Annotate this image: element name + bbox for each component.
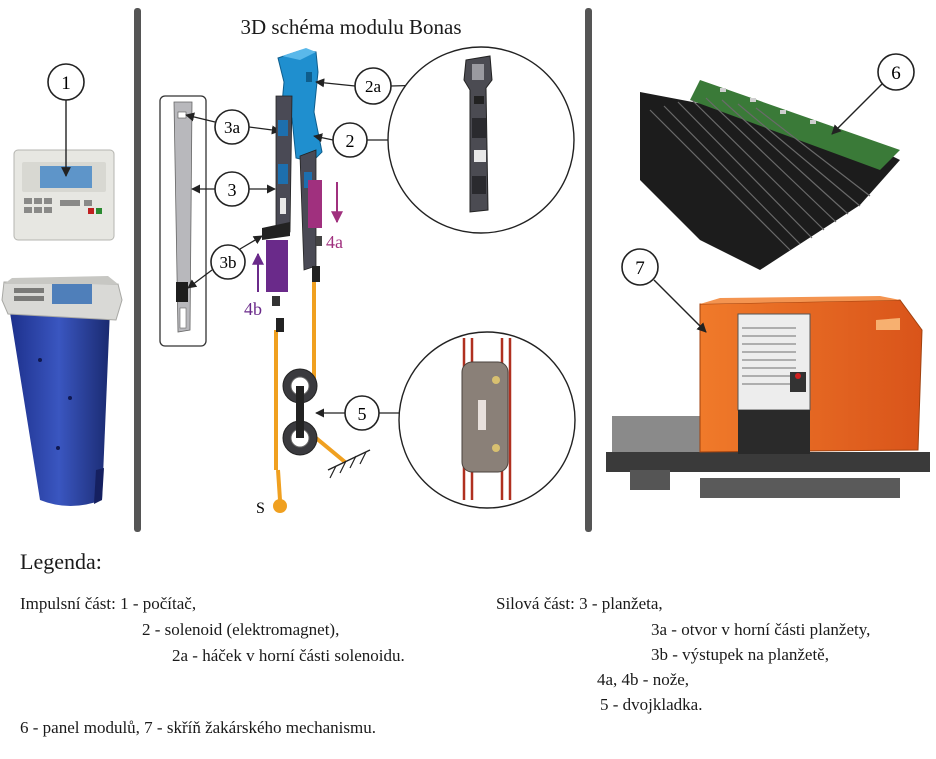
callout-3b-arrow-to-module xyxy=(239,235,263,250)
callout-3b-arrow-to-box xyxy=(187,269,213,289)
legend-impulse-line3: 2a - háček v horní části solenoidu. xyxy=(172,646,405,665)
planzeta-strip xyxy=(173,101,193,333)
callout-6-arrow xyxy=(831,83,883,135)
legend-power-line3: 3b - výstupek na planžetě, xyxy=(651,645,829,664)
callout-4b-label: 4b xyxy=(244,299,262,319)
callout-2a-label: 2a xyxy=(365,77,382,96)
callout-7-arrow xyxy=(653,279,707,333)
jacquard-cabinet-photo xyxy=(606,296,930,498)
legend-power-line2: 3a - otvor v horní části planžety, xyxy=(651,620,871,639)
callout-3b-circle xyxy=(210,244,246,280)
figure-title: 3D schéma modulu Bonas xyxy=(240,15,461,39)
callout-7-label: 7 xyxy=(635,258,645,279)
callout-2a-arrow-module xyxy=(315,78,356,88)
legend-power-line1: Silová část: 3 - planžeta, xyxy=(496,594,663,613)
callout-3a-arrow-to-module xyxy=(248,125,281,135)
terminal-stand-photo xyxy=(1,276,123,506)
callout-6-circle xyxy=(877,53,915,91)
callout-3-label: 3 xyxy=(228,180,237,200)
callout-3a-arrow-to-box xyxy=(185,112,216,123)
callout-3a-label: 3a xyxy=(224,118,241,137)
callout-1-label: 1 xyxy=(61,73,71,94)
legend-power-line5: 5 - dvojkladka. xyxy=(600,695,703,714)
legend-impulse-line1: Impulsní část: 1 - počítač, xyxy=(20,594,197,613)
legend-title: Legenda: xyxy=(20,549,102,574)
callout-7-circle xyxy=(621,248,659,286)
computer-panel-photo xyxy=(13,149,115,241)
legend-impulse-line2: 2 - solenoid (elektromagnet), xyxy=(142,620,340,639)
callout-5-label: 5 xyxy=(358,404,367,424)
legend-power-line4: 4a, 4b - nože, xyxy=(597,670,690,689)
callout-4a-label: 4a xyxy=(326,232,343,252)
right-divider xyxy=(585,8,592,532)
module-schematic xyxy=(262,48,371,513)
callout-6-label: 6 xyxy=(891,63,901,84)
pulley-zoom xyxy=(398,331,576,509)
module-panel-photo xyxy=(640,80,900,270)
callout-2-arrow xyxy=(313,133,334,143)
left-divider xyxy=(134,8,141,532)
legend-bottom-line: 6 - panel modulů, 7 - skříň žakárského m… xyxy=(20,718,376,737)
weight-s-label: S xyxy=(256,500,265,517)
callout-2-label: 2 xyxy=(346,131,355,151)
callout-3b-label: 3b xyxy=(220,253,237,272)
solenoid-hook-zoom xyxy=(387,46,575,234)
